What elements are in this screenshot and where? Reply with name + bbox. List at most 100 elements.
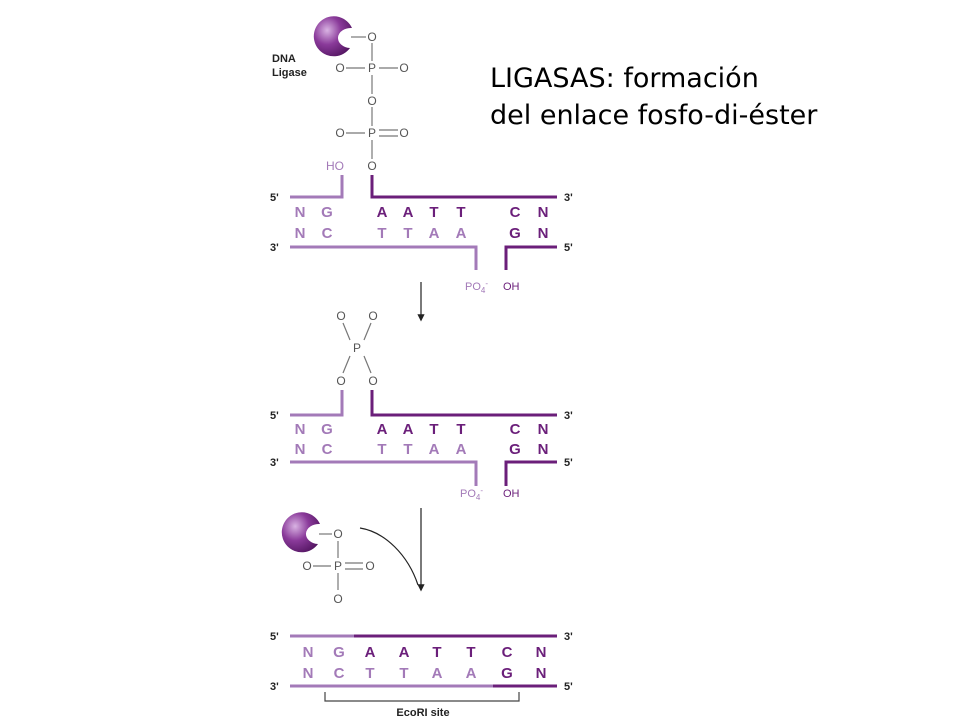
base: C <box>322 225 333 242</box>
base: A <box>399 644 410 661</box>
phosphorus-atom: P <box>368 126 376 140</box>
oxygen-atom: O <box>365 559 374 573</box>
bottom-strand-left <box>290 245 478 270</box>
top-sequence: N G A A T T C N <box>303 644 547 661</box>
base: A <box>456 225 467 242</box>
phosphate-label: PO4- <box>460 486 483 502</box>
oxygen-atom: O <box>336 309 345 323</box>
hydroxyl-label: HO <box>326 159 344 173</box>
base: N <box>295 421 306 438</box>
base: C <box>510 204 521 221</box>
top-strand-right <box>370 175 557 199</box>
oxygen-atom: O <box>302 559 311 573</box>
base: C <box>334 665 345 682</box>
phosphorus-atom: P <box>353 341 361 355</box>
five-prime-label: 5' <box>270 631 279 643</box>
oxygen-atom: O <box>335 126 344 140</box>
bottom-sequence: N C T T A A G N <box>303 665 547 682</box>
base: A <box>403 204 414 221</box>
base: N <box>295 441 306 458</box>
top-sequence: N G A A T T C N <box>295 421 549 438</box>
three-prime-label: 3' <box>270 681 279 693</box>
five-prime-label: 5' <box>564 457 573 469</box>
slide-title: LIGASAS: formación del enlace fosfo-di-é… <box>490 60 930 134</box>
base: A <box>466 665 477 682</box>
base: C <box>322 441 333 458</box>
base: G <box>501 665 513 682</box>
oxygen-atom: O <box>336 374 345 388</box>
five-prime-label: 5' <box>270 410 279 422</box>
oxygen-atom: O <box>399 61 408 75</box>
base: A <box>429 225 440 242</box>
base: T <box>456 421 465 438</box>
bond <box>363 322 372 341</box>
base: N <box>303 665 314 682</box>
phosphorus-atom: P <box>334 559 342 573</box>
hydroxyl-label: OH <box>503 488 520 500</box>
oxygen-atom: O <box>367 30 376 44</box>
base: T <box>403 225 412 242</box>
top-strand-left <box>290 175 344 199</box>
oxygen-atom: O <box>368 374 377 388</box>
top-sequence: N G A A T T C N <box>295 204 549 221</box>
oxygen-atom: O <box>333 527 342 541</box>
base: N <box>303 644 314 661</box>
bottom-strand-right <box>504 245 557 270</box>
bottom-strand-left <box>290 460 478 486</box>
five-prime-label: 5' <box>564 242 573 254</box>
step-3-sealed-duplex: 5' 3' 3' 5' N G A A T T C N N C T T A A … <box>270 631 573 719</box>
five-prime-label: 5' <box>270 192 279 204</box>
title-line-2: del enlace fosfo-di-éster <box>490 100 818 131</box>
step-3-released-enzyme: O O P O O <box>281 512 375 606</box>
base: G <box>509 441 521 458</box>
enzyme-release-arrow-icon <box>359 527 419 586</box>
phosphate-label: PO4- <box>465 279 488 295</box>
base: N <box>538 441 549 458</box>
base: T <box>403 441 412 458</box>
base: T <box>456 204 465 221</box>
base: G <box>333 644 345 661</box>
hydroxyl-label: OH <box>503 281 520 293</box>
enzyme-label-line-1: DNA <box>272 53 296 65</box>
top-strand-right <box>370 390 557 417</box>
base: T <box>432 644 441 661</box>
bond <box>363 355 372 374</box>
base: A <box>365 644 376 661</box>
base: T <box>365 665 374 682</box>
base: A <box>429 441 440 458</box>
bond <box>342 355 351 374</box>
three-prime-label: 3' <box>270 242 279 254</box>
step-1-duplex: 5' 3' 3' 5' PO4- OH N G A A T T C N N C … <box>270 175 573 295</box>
base: A <box>377 421 388 438</box>
oxygen-atom: O <box>368 309 377 323</box>
dna-ligase-enzyme-icon <box>281 512 320 553</box>
base: N <box>538 421 549 438</box>
base: T <box>466 644 475 661</box>
base: N <box>536 644 547 661</box>
step-1-enzyme-adenylation: DNA Ligase O O P O O O P O O HO <box>272 16 409 173</box>
top-strand-left <box>290 390 344 417</box>
base: G <box>321 204 333 221</box>
base: T <box>399 665 408 682</box>
base: N <box>295 225 306 242</box>
oxygen-atom: O <box>335 61 344 75</box>
oxygen-atom: O <box>399 126 408 140</box>
bond <box>342 322 351 341</box>
base: N <box>536 665 547 682</box>
base: T <box>429 421 438 438</box>
base: A <box>403 421 414 438</box>
base: T <box>377 441 386 458</box>
five-prime-label: 5' <box>564 681 573 693</box>
base: G <box>509 225 521 242</box>
base: G <box>321 421 333 438</box>
ecori-site-label: EcoRI site <box>396 707 449 719</box>
base: T <box>429 204 438 221</box>
base: C <box>502 644 513 661</box>
base: A <box>377 204 388 221</box>
bottom-strand-right <box>504 460 557 486</box>
base: A <box>432 665 443 682</box>
oxygen-atom: O <box>367 94 376 108</box>
three-prime-label: 3' <box>270 457 279 469</box>
